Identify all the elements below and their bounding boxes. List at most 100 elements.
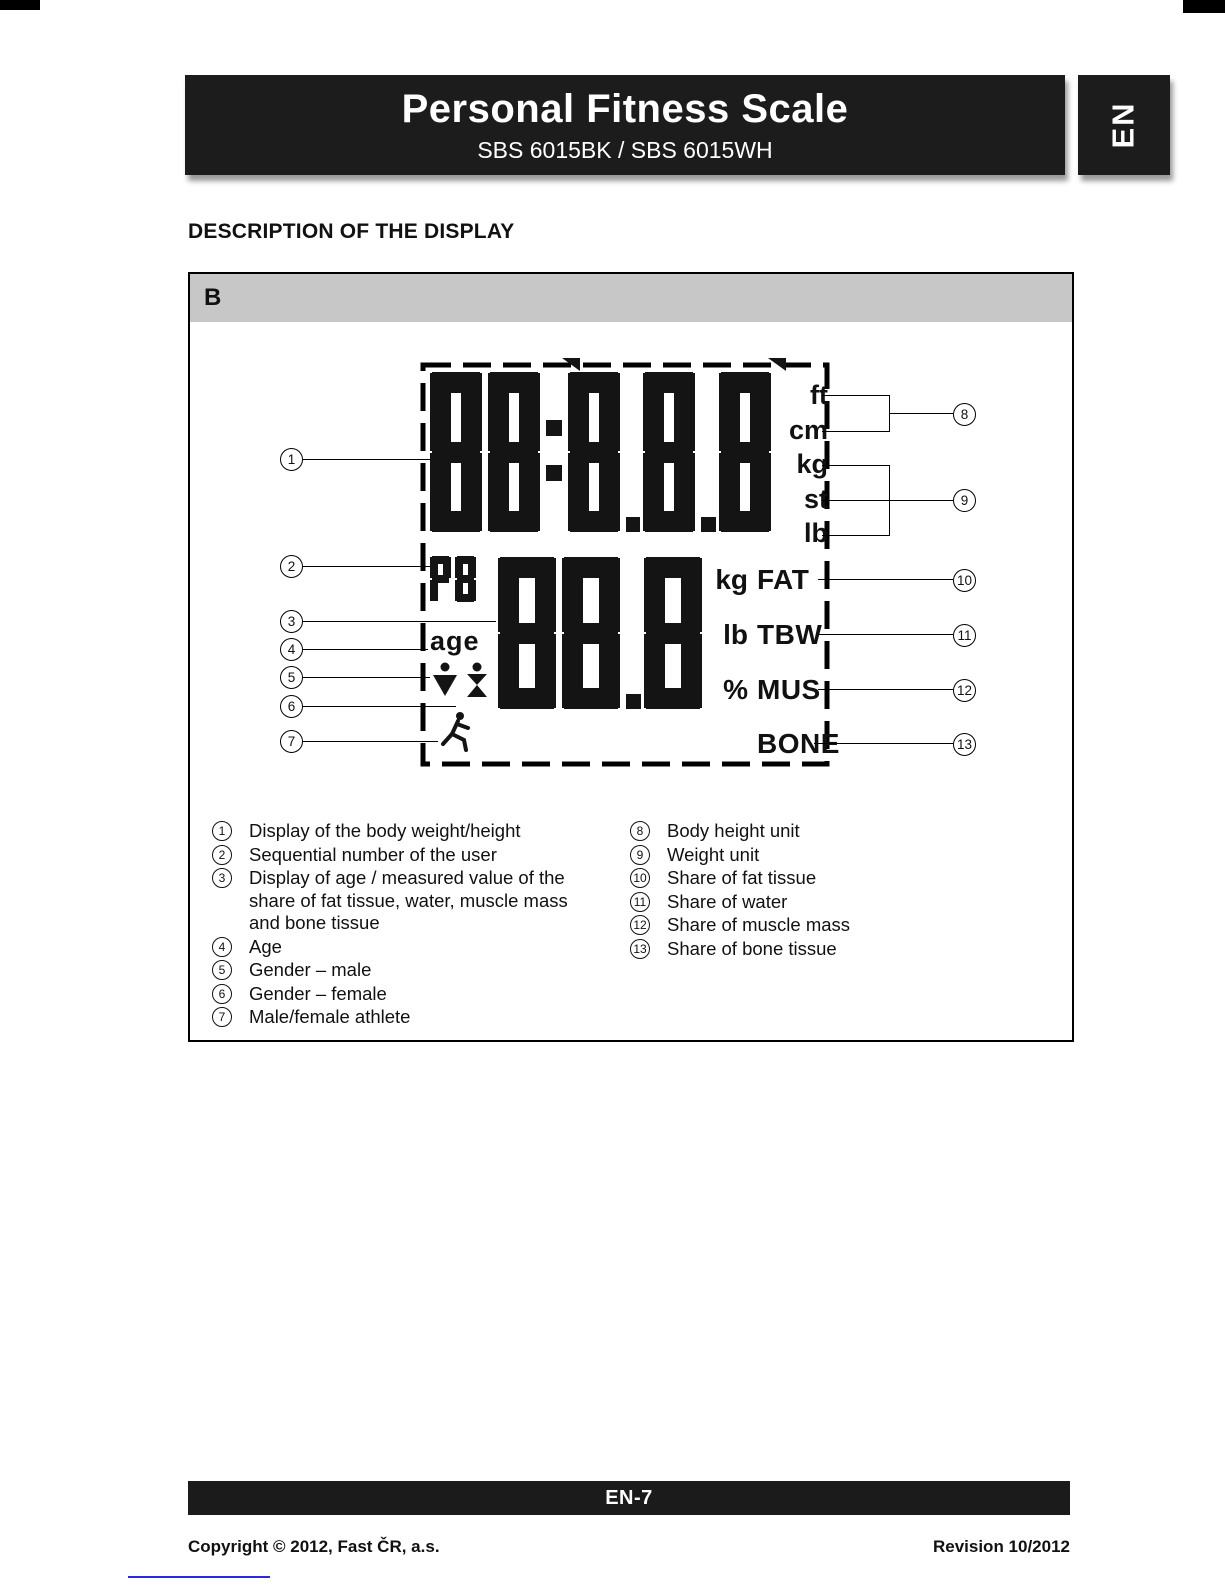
bracket-line-cm	[822, 431, 890, 432]
page-number-bar: EN-7	[188, 1481, 1070, 1515]
age-indicator: age	[430, 626, 480, 656]
legend-number: 10	[630, 868, 650, 888]
legend-item-6: 6 Gender – female	[212, 983, 618, 1006]
legend-item-10: 10 Share of fat tissue	[630, 867, 1040, 890]
female-icon	[467, 662, 487, 697]
legend-number: 13	[630, 938, 650, 959]
unit-column: ft cm kg st lb	[780, 378, 828, 551]
lcd-main-digits	[430, 372, 777, 532]
callout-line-9	[822, 500, 953, 501]
tbw-label: TBW	[757, 619, 823, 650]
product-title: Personal Fitness Scale	[401, 86, 849, 131]
legend-text: Sequential number of the user	[249, 843, 497, 865]
legend-number: 1	[212, 821, 232, 841]
legend-text: Male/female athlete	[249, 1006, 411, 1027]
legend-text: Share of fat tissue	[667, 867, 817, 888]
bracket-line-lb	[822, 535, 890, 536]
legend-text: Weight unit	[667, 843, 760, 865]
callout-line-5	[303, 677, 430, 678]
callout-line-13	[814, 743, 953, 744]
title-bar: Personal Fitness Scale SBS 6015BK / SBS …	[185, 75, 1065, 175]
athlete-icon	[441, 712, 470, 752]
legend-number: 11	[630, 891, 650, 912]
legend-text: Share of bone tissue	[667, 937, 837, 959]
legend-text: Share of muscle mass	[667, 914, 851, 935]
footer-line: Copyright © 2012, Fast ČR, a.s. Revision…	[188, 1537, 1070, 1557]
callout-line-1	[303, 459, 430, 460]
bracket-line-kg	[822, 465, 890, 466]
unit-lb: lb	[804, 518, 828, 548]
callout-line-2	[303, 566, 430, 567]
legend-item-4: 4 Age	[212, 936, 618, 959]
unit-kg-fat: kg	[715, 564, 748, 595]
legend-number: 9	[630, 844, 650, 865]
callout-4: 4	[280, 638, 303, 661]
callout-3: 3	[280, 610, 303, 633]
unit-ft: ft	[810, 380, 828, 410]
legend-number: 3	[212, 868, 232, 888]
callout-line-11	[818, 634, 953, 635]
unit-lb-tbw: lb	[723, 619, 748, 650]
legend-item-9: 9 Weight unit	[630, 844, 1040, 867]
legend-text: Share of water	[667, 890, 788, 912]
unit-cm: cm	[788, 414, 828, 445]
legend-right-column: 8 Body height unit 9 Weight unit 10 Shar…	[630, 820, 1040, 961]
legend-text: Gender – male	[249, 959, 372, 980]
language-tab: EN	[1078, 75, 1170, 175]
legend-item-2: 2 Sequential number of the user	[212, 844, 618, 867]
footer-link-underline	[128, 1576, 270, 1578]
legend-number: 6	[212, 983, 232, 1004]
lcd-user-number	[430, 556, 480, 602]
legend-number: 8	[630, 821, 650, 841]
legend-text: Display of the body weight/height	[249, 820, 521, 841]
figure-header: B	[190, 274, 1072, 322]
callout-line-6	[303, 706, 456, 707]
callout-7: 7	[280, 730, 303, 753]
bracket-line-ft	[822, 395, 890, 396]
callout-9: 9	[953, 489, 976, 512]
lcd-frame	[420, 362, 830, 767]
callout-line-8	[889, 413, 953, 414]
callout-6: 6	[280, 695, 303, 718]
language-tab-label: EN	[1105, 101, 1141, 149]
figure-label: B	[204, 284, 222, 311]
callout-line-4	[303, 649, 428, 650]
legend-item-8: 8 Body height unit	[630, 820, 1040, 843]
callout-8: 8	[953, 403, 976, 426]
legend-text: Display of age / measured value of the s…	[249, 867, 568, 933]
legend-item-7: 7 Male/female athlete	[212, 1006, 618, 1029]
legend-item-5: 5 Gender – male	[212, 959, 618, 982]
legend-number: 7	[212, 1007, 232, 1027]
crop-mark-right	[1183, 0, 1225, 13]
legend-number: 4	[212, 936, 232, 957]
legend-left-column: 1 Display of the body weight/height 2 Se…	[212, 820, 618, 1030]
callout-line-10	[818, 579, 953, 580]
callout-line-3	[303, 621, 496, 622]
callout-1: 1	[280, 448, 303, 471]
legend-number: 12	[630, 915, 650, 935]
legend-item-3: 3 Display of age / measured value of the…	[212, 867, 618, 935]
mus-label: MUS	[757, 674, 821, 705]
metric-row-bone: BONE	[710, 728, 840, 760]
legend-item-1: 1 Display of the body weight/height	[212, 820, 618, 843]
callout-2: 2	[280, 555, 303, 578]
callout-11: 11	[953, 624, 976, 647]
legend-text: Age	[249, 935, 282, 957]
metric-row-fat: kg FAT	[710, 564, 809, 596]
callout-5: 5	[280, 666, 303, 689]
section-title: DESCRIPTION OF THE DISPLAY	[188, 220, 515, 243]
callout-13: 13	[953, 733, 976, 756]
legend-text: Body height unit	[667, 820, 800, 841]
crop-mark-left	[0, 0, 40, 10]
unit-bone	[710, 728, 748, 760]
legend-number: 2	[212, 844, 232, 865]
lcd-sub-digits	[498, 557, 708, 709]
revision-text: Revision 10/2012	[932, 1537, 1070, 1556]
callout-line-7	[303, 741, 438, 742]
male-icon	[433, 662, 457, 696]
callout-12: 12	[953, 679, 976, 702]
unit-st: st	[803, 483, 828, 514]
page-number: EN-7	[605, 1486, 653, 1509]
copyright-text: Copyright © 2012, Fast ČR, a.s.	[188, 1537, 440, 1556]
